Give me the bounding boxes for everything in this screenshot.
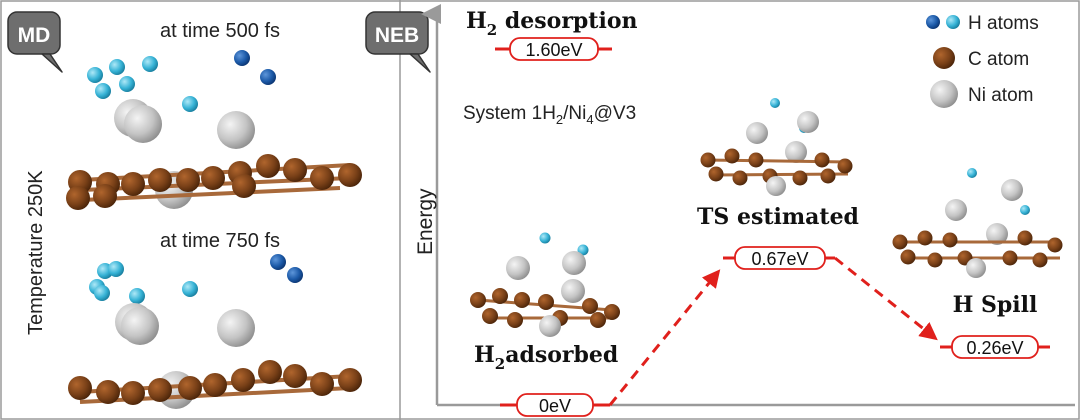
adsorbed-title: H2adsorbed	[474, 342, 618, 373]
temperature-label: Temperature 250K	[25, 170, 47, 335]
ni-atom	[124, 105, 162, 143]
system-label: System 1H2/Ni4@V3	[463, 103, 636, 127]
h-atom	[234, 50, 250, 66]
path-adsorbed-to-ts	[608, 269, 721, 406]
spill-title: H Spill	[953, 292, 1038, 318]
snapshot-750fs-label: at time 750 fs	[160, 230, 280, 252]
legend-c-atom: C atom	[968, 49, 1029, 70]
ni-atom	[217, 309, 255, 347]
desorption-energy-box	[509, 37, 599, 61]
spill-energy-box	[951, 335, 1039, 359]
h-atom	[95, 83, 111, 99]
ts-energy: 0.67eV	[751, 249, 808, 269]
ni-atom	[121, 307, 159, 345]
snapshot-500fs-label: at time 500 fs	[160, 20, 280, 42]
legend-ni-atom: Ni atom	[968, 85, 1033, 106]
graphene-sheet-1	[66, 154, 362, 210]
h-atom	[119, 76, 135, 92]
ts-title: TS estimated	[697, 204, 859, 230]
legend-c-swatch	[933, 47, 955, 69]
h-atom	[87, 67, 103, 83]
legend: H atoms C atom Ni atom	[926, 13, 1039, 108]
ts-structure	[700, 98, 853, 196]
legend-h-atoms: H atoms	[968, 13, 1039, 34]
neb-panel: NEB Energy System 1H2/Ni4@V3 H2 desorpti…	[365, 4, 1075, 417]
desorption-energy: 1.60eV	[525, 40, 582, 60]
energy-axis-label: Energy	[414, 188, 437, 255]
md-snapshot-1-structure	[66, 50, 362, 210]
legend-h-dark-swatch	[926, 15, 940, 29]
legend-h-light-swatch	[946, 15, 960, 29]
md-badge-label: MD	[18, 24, 51, 47]
spill-structure	[892, 168, 1063, 278]
h-atom	[182, 281, 198, 297]
md-snapshot-2-structure	[68, 254, 362, 409]
graphene-sheet-2	[68, 360, 362, 405]
h-atom	[142, 56, 158, 72]
path-ts-to-spill	[834, 256, 938, 341]
desorption-title: H2 desorption	[466, 8, 638, 39]
neb-badge-label: NEB	[375, 24, 419, 47]
md-badge: MD	[7, 11, 63, 73]
h-atom	[109, 59, 125, 75]
h-atom	[270, 254, 286, 270]
adsorbed-energy: 0eV	[539, 396, 571, 416]
neb-badge: NEB	[365, 11, 431, 73]
h-atom	[129, 288, 145, 304]
md-panel: MD at time 500 fs at time 750 fs Tempera…	[7, 11, 362, 409]
h-atom	[287, 267, 303, 283]
adsorbed-energy-box	[516, 393, 594, 417]
legend-ni-swatch	[930, 80, 958, 108]
ni-atom	[217, 111, 255, 149]
ts-energy-box	[734, 246, 826, 270]
adsorbed-structure	[470, 232, 620, 337]
spill-energy: 0.26eV	[966, 338, 1023, 358]
h-atom	[108, 261, 124, 277]
h-atom	[260, 69, 276, 85]
h-atom	[182, 96, 198, 112]
h-atom	[94, 285, 110, 301]
